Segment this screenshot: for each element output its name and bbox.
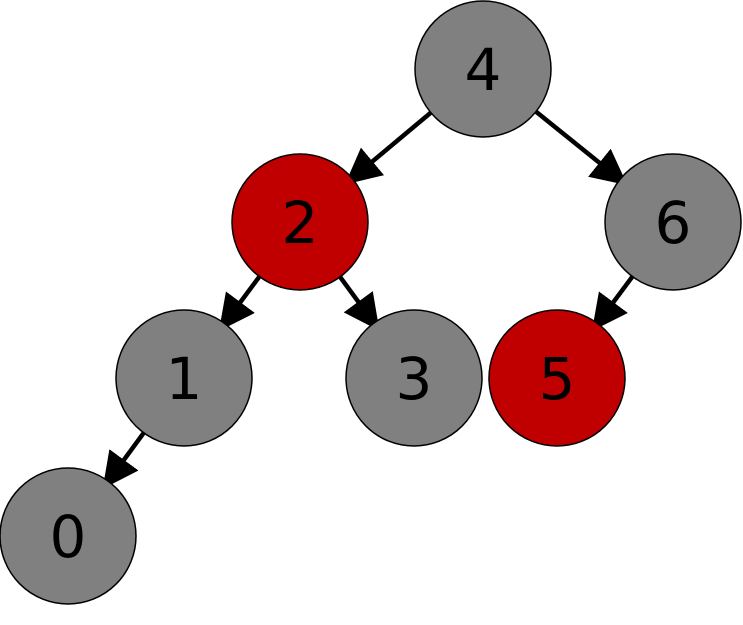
node-circle-5 [488,309,626,447]
edge-1-to-0 [102,431,146,489]
tree-node-6: 6 [604,153,742,291]
edge-4-to-2 [344,110,433,185]
node-label-6: 6 [655,189,692,257]
node-label-3: 3 [396,345,433,413]
node-circle-4 [414,0,552,138]
node-circle-0 [0,467,137,605]
tree-node-0: 0 [0,467,137,605]
node-label-1: 1 [166,345,203,413]
node-label-5: 5 [539,345,576,413]
nodes-layer: 4 2 6 1 3 5 0 [0,0,742,605]
node-circle-3 [345,309,483,447]
tree-node-4: 4 [414,0,552,138]
node-label-0: 0 [50,503,87,571]
edge-2-to-1 [218,275,262,332]
node-circle-1 [115,309,253,447]
edge-2-to-3 [338,275,380,331]
edge-4-to-6 [534,109,628,186]
tree-node-2: 2 [231,153,369,291]
tree-node-1: 1 [115,309,253,447]
node-label-4: 4 [465,36,502,104]
edge-6-to-5 [591,275,635,332]
node-circle-6 [604,153,742,291]
edges-layer [102,109,635,489]
node-label-2: 2 [282,189,319,257]
tree-node-5: 5 [488,309,626,447]
node-circle-2 [231,153,369,291]
tree-node-3: 3 [345,309,483,447]
